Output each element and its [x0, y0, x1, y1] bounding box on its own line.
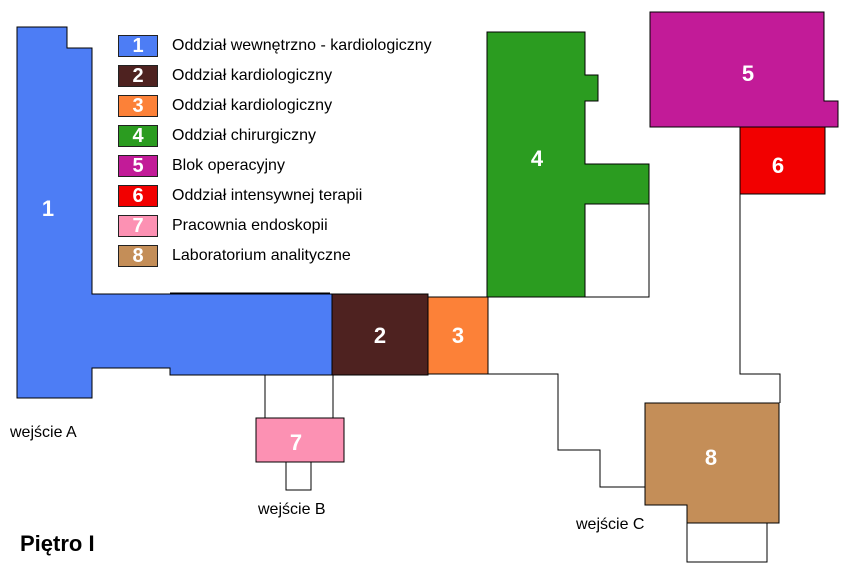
- area-6-label: 6: [772, 153, 784, 178]
- area-6[interactable]: [739, 126, 826, 195]
- legend-item-1: 1 Oddział wewnętrzno - kardiologiczny: [118, 31, 432, 61]
- legend-item-4: 4 Oddział chirurgiczny: [118, 121, 432, 151]
- floor-title: Piętro I: [20, 531, 95, 556]
- legend-swatch: 3: [118, 95, 158, 117]
- area-3[interactable]: [427, 296, 489, 375]
- legend-swatch: 1: [118, 35, 158, 57]
- entrance-c-label: wejście C: [576, 516, 645, 533]
- area-2[interactable]: [331, 293, 429, 376]
- outline-entrance-b-stub: [285, 462, 312, 491]
- legend-item-5: 5 Blok operacyjny: [118, 151, 432, 181]
- legend-label: Blok operacyjny: [172, 157, 285, 174]
- area-3-label: 3: [452, 323, 464, 348]
- legend-label: Pracownia endoskopii: [172, 217, 328, 234]
- legend-item-3: 3 Oddział kardiologiczny: [118, 91, 432, 121]
- legend-item-6: 6 Oddział intensywnej terapii: [118, 181, 432, 211]
- area-5[interactable]: [649, 11, 839, 128]
- outline-bay-4: [584, 204, 650, 298]
- legend-item-8: 8 Laboratorium analityczne: [118, 241, 432, 271]
- outline-corridor-lower: [488, 373, 645, 488]
- legend-label: Oddział wewnętrzno - kardiologiczny: [172, 37, 432, 54]
- entrance-a-label: wejście A: [10, 424, 77, 441]
- legend-item-2: 2 Oddział kardiologiczny: [118, 61, 432, 91]
- area-7[interactable]: [255, 417, 345, 463]
- outline-connector-6-8: [739, 193, 781, 403]
- legend-swatch: 2: [118, 65, 158, 87]
- legend-swatch: 8: [118, 245, 158, 267]
- legend-label: Oddział chirurgiczny: [172, 127, 317, 144]
- legend-swatch: 5: [118, 155, 158, 177]
- area-4[interactable]: [486, 31, 650, 298]
- outline-corridor-7: [264, 375, 334, 419]
- legend-label: Oddział kardiologiczny: [172, 97, 333, 114]
- legend-label: Oddział intensywnej terapii: [172, 187, 363, 204]
- area-5-label: 5: [742, 61, 754, 86]
- legend-swatch: 4: [118, 125, 158, 147]
- entrance-b-label: wejście B: [258, 501, 326, 518]
- area-8-label: 8: [705, 445, 717, 470]
- area-4-label: 4: [531, 146, 544, 171]
- area-2-label: 2: [374, 323, 386, 348]
- outline-bottom-8: [686, 523, 768, 563]
- legend-swatch: 6: [118, 185, 158, 207]
- legend-swatch: 7: [118, 215, 158, 237]
- legend-label: Oddział kardiologiczny: [172, 67, 333, 84]
- legend-label: Laboratorium analityczne: [172, 247, 351, 264]
- area-1-label: 1: [42, 196, 54, 221]
- legend-item-7: 7 Pracownia endoskopii: [118, 211, 432, 241]
- area-8[interactable]: [644, 402, 780, 524]
- area-7-label: 7: [290, 430, 302, 455]
